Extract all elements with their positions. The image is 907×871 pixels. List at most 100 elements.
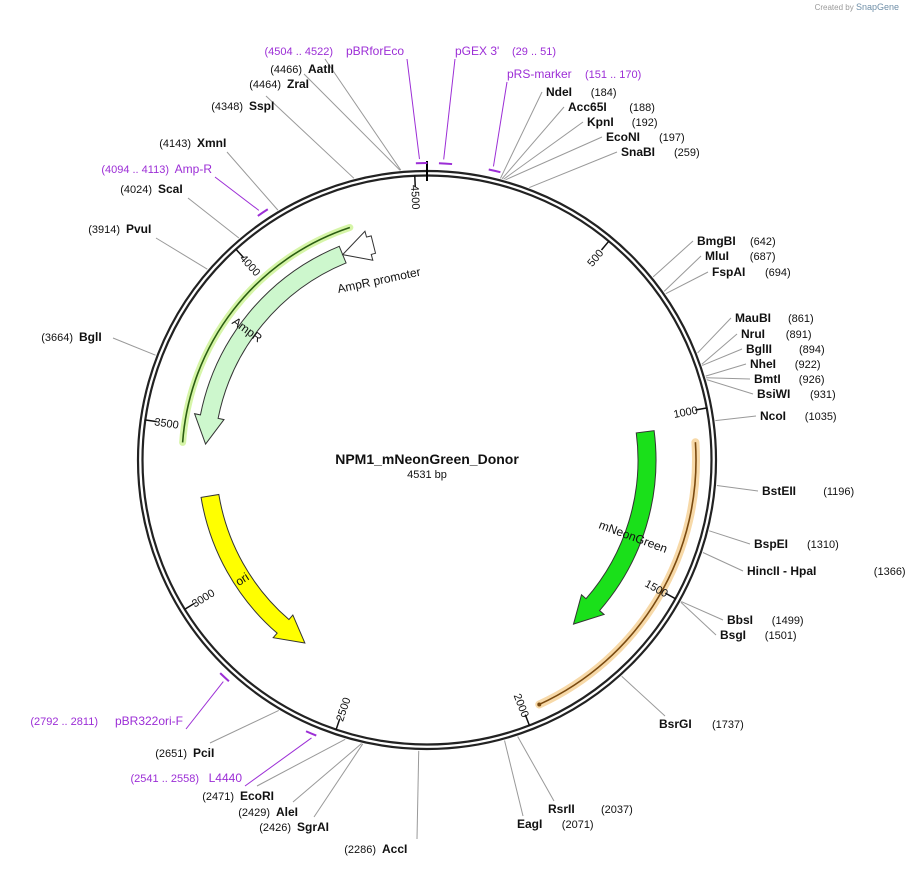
site-position: (2651) bbox=[155, 748, 187, 760]
site-name: MauBI bbox=[735, 311, 771, 325]
restriction-site[interactable]: (188)Acc65I bbox=[501, 100, 655, 180]
site-position: (861) bbox=[788, 313, 814, 325]
site-name: BsrGI bbox=[659, 717, 692, 731]
primer-name: pBR322ori-F bbox=[115, 714, 183, 728]
site-leader bbox=[716, 484, 759, 492]
site-position: (931) bbox=[810, 389, 836, 401]
site-name: PciI bbox=[193, 746, 214, 760]
restriction-site[interactable]: (642)BmgBI bbox=[652, 234, 776, 278]
restriction-site[interactable]: (2286)AccI bbox=[344, 750, 420, 856]
restriction-site[interactable]: (1737) BsrGI bbox=[621, 675, 744, 731]
primer-range: (2792 .. 2811) bbox=[30, 716, 98, 728]
site-leader bbox=[504, 740, 524, 817]
primer-range: (4504 .. 4522) bbox=[265, 46, 334, 58]
site-leader bbox=[324, 58, 402, 171]
tick-label: 4500 bbox=[408, 185, 421, 210]
restriction-site[interactable]: (3664)BglI bbox=[41, 330, 156, 356]
restriction-site[interactable]: (2037)RsrII bbox=[517, 736, 633, 816]
site-position: (2426) bbox=[259, 822, 291, 834]
site-position: (1737) bbox=[712, 719, 744, 731]
tick-label: 1000 bbox=[673, 405, 699, 421]
primer-name: Amp-R bbox=[175, 162, 213, 176]
tick-label: 4000 bbox=[237, 253, 262, 279]
restriction-site[interactable]: (4466)AatII bbox=[270, 58, 402, 171]
restriction-site[interactable]: (3914)PvuI bbox=[88, 222, 208, 270]
restriction-site[interactable]: (1366)HincII - HpaI bbox=[702, 552, 906, 578]
primer-name: L4440 bbox=[209, 771, 243, 785]
site-leader bbox=[303, 73, 401, 171]
primer-binding-site[interactable]: L4440(2541 .. 2558) bbox=[131, 730, 317, 787]
site-position: (894) bbox=[799, 344, 825, 356]
site-leader bbox=[313, 743, 364, 818]
site-leader bbox=[621, 675, 666, 717]
restriction-site[interactable]: (1499)BbsI bbox=[681, 601, 804, 627]
site-name: ScaI bbox=[158, 182, 183, 196]
restriction-site[interactable]: (2429)AleI bbox=[238, 743, 362, 819]
feature-ampr-promoter[interactable] bbox=[341, 230, 377, 261]
primer-range: (151 .. 170) bbox=[585, 69, 641, 81]
backbone-layer bbox=[136, 161, 718, 751]
restriction-site[interactable]: (1310)BspEI bbox=[709, 530, 839, 551]
tick-label: 2000 bbox=[511, 692, 531, 719]
site-leader bbox=[503, 121, 584, 180]
restriction-site[interactable]: (4143)XmnI bbox=[159, 136, 279, 211]
restriction-site[interactable]: (197)EcoNI bbox=[505, 130, 685, 181]
site-name: SspI bbox=[249, 99, 274, 113]
restriction-site[interactable]: (4024)ScaI bbox=[120, 182, 240, 239]
site-leader bbox=[702, 552, 744, 572]
restriction-site[interactable]: (2426)SgrAI bbox=[259, 743, 364, 834]
primer-binding-site[interactable]: pBRforEco(4504 .. 4522) bbox=[265, 44, 428, 165]
site-name: XmnI bbox=[197, 136, 226, 150]
tick-mark bbox=[600, 240, 610, 251]
restriction-site[interactable]: (931)BsiWI bbox=[706, 379, 836, 401]
site-position: (3664) bbox=[41, 332, 73, 344]
primer-leader bbox=[185, 681, 224, 730]
restriction-site[interactable]: (694)FspAI bbox=[665, 265, 791, 295]
site-position: (4348) bbox=[211, 101, 243, 113]
primer-name: pRS-marker bbox=[507, 67, 572, 81]
restriction-site[interactable]: (184)NdeI bbox=[499, 85, 617, 179]
restriction-site[interactable]: (2071)EagI bbox=[504, 740, 594, 831]
site-leader bbox=[702, 348, 743, 366]
site-leader bbox=[681, 601, 724, 621]
site-leader bbox=[663, 255, 702, 292]
site-leader bbox=[701, 333, 738, 365]
site-name: BmgBI bbox=[697, 234, 736, 248]
site-leader bbox=[112, 337, 156, 356]
restriction-site[interactable]: (192)KpnI bbox=[503, 115, 658, 180]
primer-name: pGEX 3' bbox=[455, 44, 499, 58]
feature-mneongreen[interactable] bbox=[572, 430, 657, 625]
primer-binding-site[interactable]: pBR322ori-F (2792 .. 2811) bbox=[30, 672, 230, 730]
restriction-site[interactable]: (926)BmtI bbox=[706, 372, 824, 386]
primer-binding-site[interactable]: Amp-R(4094 .. 4113) bbox=[101, 162, 269, 217]
primer-binding-site[interactable]: pRS-marker (151 .. 170) bbox=[488, 67, 642, 174]
site-name: FspAI bbox=[712, 265, 745, 279]
restriction-site[interactable]: (687)MluI bbox=[663, 249, 776, 292]
restriction-site[interactable]: (1501)BsgI bbox=[680, 601, 797, 642]
restriction-site[interactable]: (922)NheI bbox=[705, 357, 821, 377]
homology-arm-core bbox=[538, 442, 697, 706]
restriction-site[interactable]: (891)NruI bbox=[701, 327, 812, 365]
site-name: NruI bbox=[741, 327, 765, 341]
restriction-site[interactable]: (4464)ZraI bbox=[249, 73, 401, 171]
restriction-site[interactable]: (861) MauBI bbox=[697, 311, 814, 354]
feature-ampr[interactable] bbox=[193, 245, 347, 446]
site-position: (2471) bbox=[202, 791, 234, 803]
site-layer: (4466)AatII(4464)ZraI (4348) SspI (4143)Xmn… bbox=[41, 58, 906, 856]
site-position: (2037) bbox=[601, 804, 633, 816]
restriction-site[interactable]: (894)BglII bbox=[702, 342, 825, 366]
site-position: (687) bbox=[750, 251, 776, 263]
restriction-site[interactable]: (2471)EcoRI bbox=[202, 738, 346, 803]
site-position: (184) bbox=[591, 87, 617, 99]
site-leader bbox=[652, 240, 694, 278]
site-position: (2429) bbox=[238, 807, 270, 819]
tick-mark bbox=[695, 407, 708, 411]
restriction-site[interactable]: (4348) SspI bbox=[211, 95, 355, 179]
restriction-site[interactable]: (1035)NcoI bbox=[715, 409, 837, 423]
restriction-site[interactable]: (2651) PciI bbox=[155, 709, 279, 760]
snapgene-logo: SnapGene bbox=[855, 2, 899, 12]
restriction-site[interactable]: (259)SnaBI bbox=[529, 145, 700, 189]
primer-binding-site[interactable]: pGEX 3'(29 .. 51) bbox=[438, 44, 556, 166]
restriction-site[interactable]: (1196)BstEII bbox=[716, 484, 854, 498]
feature-ori[interactable] bbox=[200, 493, 306, 644]
